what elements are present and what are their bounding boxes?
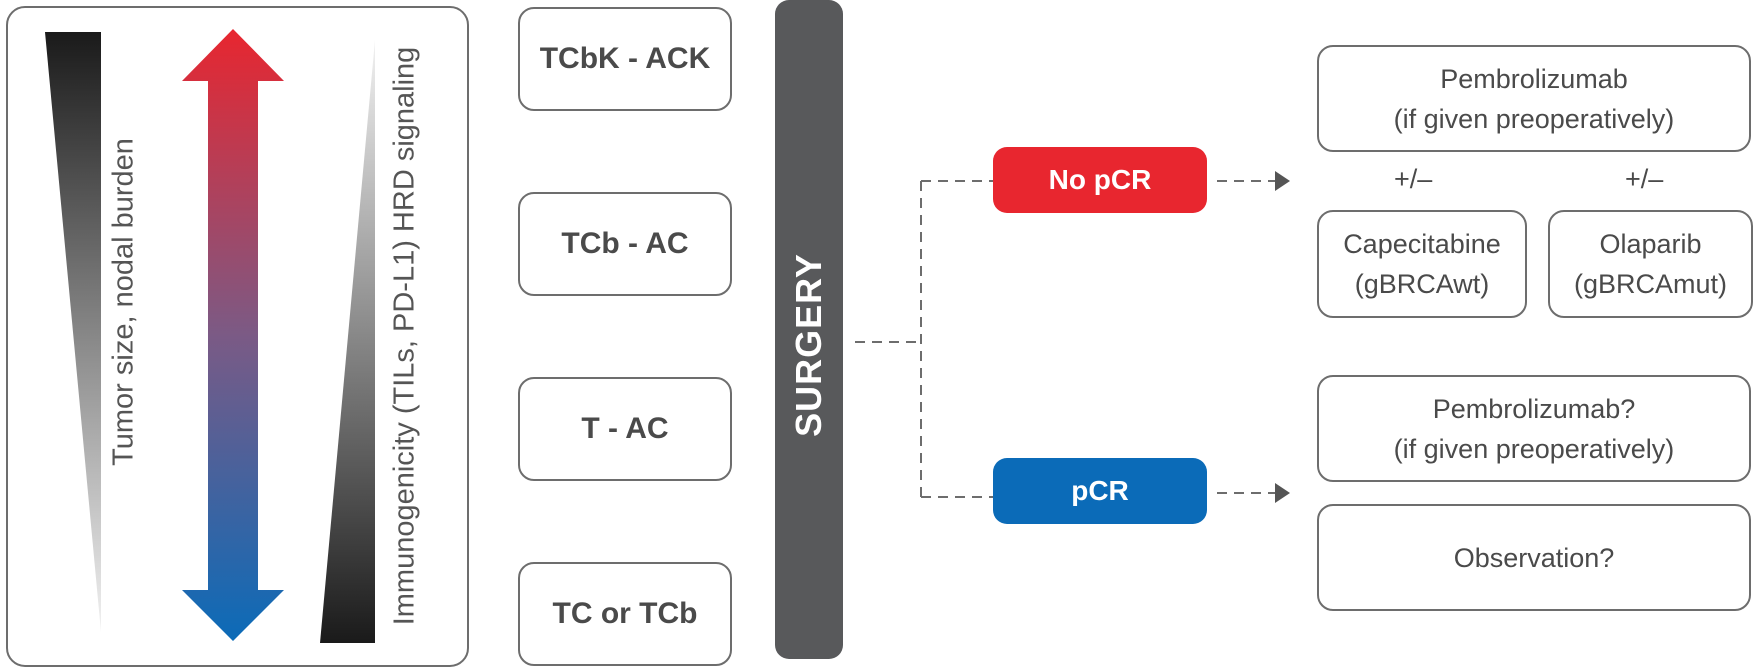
pembrolizumab-name: Pembrolizumab bbox=[1440, 63, 1628, 94]
capecitabine-name: Capecitabine bbox=[1343, 229, 1501, 259]
observation-box: Observation? bbox=[1317, 504, 1751, 611]
plus-minus-right: +/– bbox=[1625, 164, 1664, 194]
connector-lines bbox=[855, 180, 1278, 498]
regimen-box-tcb-ac: TCb - AC bbox=[518, 192, 732, 296]
regimen-box-tcbk-ack: TCbK - ACK bbox=[518, 7, 732, 111]
no-pcr-status: No pCR bbox=[993, 147, 1207, 213]
immunogenicity-label: Immunogenicity (TILs, PD-L1) HRD signali… bbox=[388, 46, 421, 626]
tumor-size-wedge bbox=[45, 32, 101, 632]
capecitabine-note: (gBRCAwt) bbox=[1354, 269, 1490, 299]
olaparib-note: (gBRCAmut) bbox=[1573, 269, 1728, 299]
plus-minus-left: +/– bbox=[1394, 164, 1433, 194]
regimen-box-t-ac: T - AC bbox=[518, 377, 732, 481]
arrowhead-no-pcr bbox=[1275, 171, 1290, 191]
pembrolizumab-note: (if given preoperatively) bbox=[1393, 103, 1675, 134]
pembrolizumab-question-note: (if given preoperatively) bbox=[1393, 433, 1675, 464]
capecitabine-box: Capecitabine (gBRCAwt) bbox=[1317, 210, 1527, 318]
gradient-double-arrow bbox=[182, 29, 284, 641]
regimen-box-tc-or-tcb: TC or TCb bbox=[518, 562, 732, 666]
pembrolizumab-question-box: Pembrolizumab? (if given preoperatively) bbox=[1317, 375, 1751, 482]
surgery-label: SURGERY bbox=[788, 253, 829, 437]
pcr-status: pCR bbox=[993, 458, 1207, 524]
observation-label: Observation? bbox=[1453, 542, 1615, 573]
tumor-size-label: Tumor size, nodal burden bbox=[107, 138, 140, 466]
olaparib-box: Olaparib (gBRCAmut) bbox=[1548, 210, 1753, 318]
olaparib-name: Olaparib bbox=[1599, 229, 1702, 259]
surgery-bar bbox=[775, 0, 843, 659]
left-panel-frame bbox=[6, 6, 469, 667]
pembrolizumab-box: Pembrolizumab (if given preoperatively) bbox=[1317, 45, 1751, 152]
immunogenicity-wedge bbox=[320, 40, 375, 643]
arrowhead-pcr bbox=[1275, 483, 1290, 503]
pembrolizumab-question-name: Pembrolizumab? bbox=[1432, 393, 1636, 424]
